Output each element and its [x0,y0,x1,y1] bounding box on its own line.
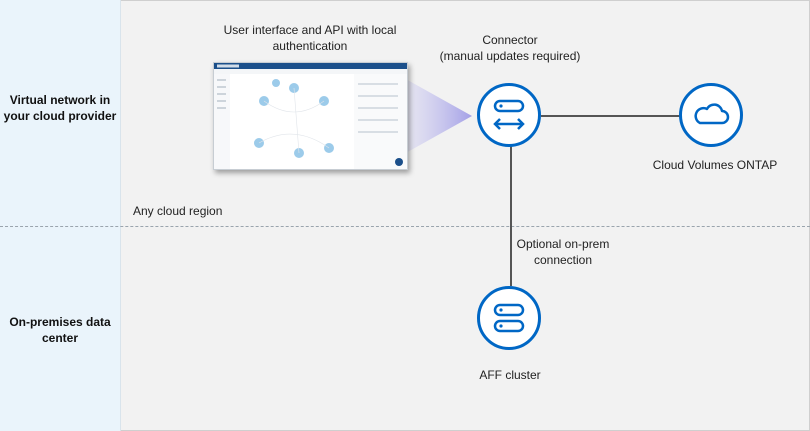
connector-arrows-icon [493,99,525,130]
aff-node [477,286,541,350]
connector-sublabel: (manual updates required) [439,49,581,63]
zone-label-column [0,0,121,431]
ui-screenshot-thumbnail [213,62,408,170]
connector-cvo-line [541,115,681,117]
connector-node [477,83,541,147]
onprem-zone-label: On-premises data center [9,315,111,345]
ui-caption: User interface and API with local authen… [223,23,397,53]
aff-label: AFF cluster [479,368,541,382]
cloud-icon [694,103,730,125]
storage-disks-icon [493,303,525,333]
connector-label: Connector [482,33,538,47]
cloud-region-label: Any cloud region [133,204,223,218]
connector-aff-line [510,146,512,286]
cloud-zone-label: Virtual network in your cloud provider [3,93,117,123]
onprem-connection-label: Optional on-prem connection [516,237,610,267]
zone-divider [0,226,810,227]
cvo-node [679,83,743,147]
cvo-label: Cloud Volumes ONTAP [652,158,778,172]
